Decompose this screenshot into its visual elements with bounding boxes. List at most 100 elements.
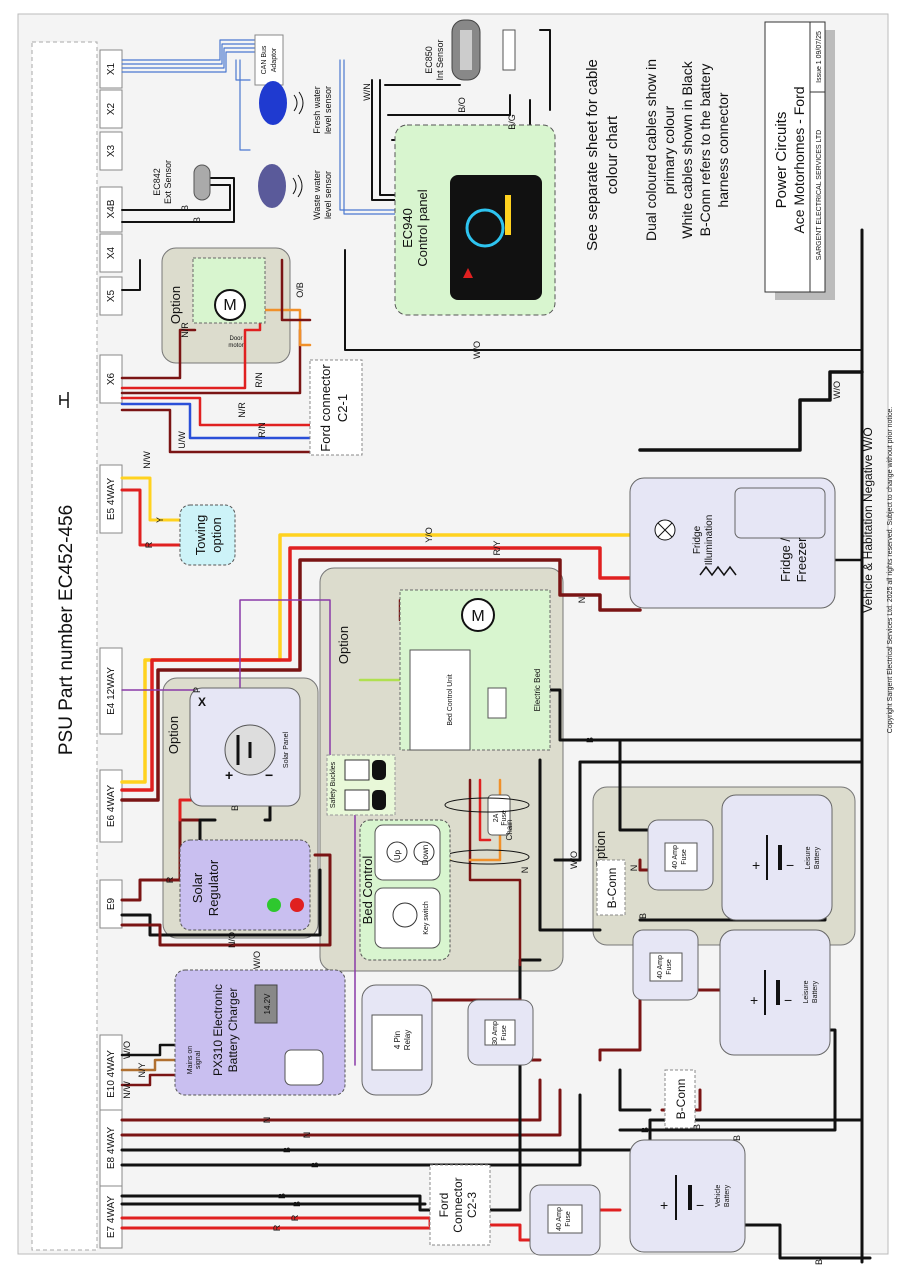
svg-text:X4B: X4B [106, 199, 117, 218]
svg-text:+: + [752, 857, 760, 873]
e8-wires [120, 1078, 864, 1167]
notes-colour-chart: See separate sheet for cable colour char… [584, 59, 621, 251]
svg-text:Option: Option [168, 286, 183, 324]
svg-text:Battery: Battery [814, 846, 821, 869]
wire-label: N/W [142, 451, 152, 469]
wire-label: B [282, 1147, 292, 1153]
svg-text:Leisure: Leisure [803, 980, 810, 1003]
svg-text:C2-1: C2-1 [335, 394, 350, 422]
wire-label: B [277, 1193, 287, 1199]
leisure-battery-1: + − Leisure Battery [721, 794, 833, 921]
vehicle-battery: + − Vehicle Battery [629, 1139, 746, 1253]
svg-text:Down: Down [421, 845, 430, 865]
fuse-30a: 30 Amp Fuse [467, 999, 534, 1066]
svg-text:40 Amp: 40 Amp [657, 955, 664, 979]
copyright: Copyright Sargent Electrical Services Lt… [887, 407, 894, 734]
fresh-water-sensor: Fresh water level sensor [259, 81, 333, 134]
svg-text:Fridge /: Fridge / [778, 538, 793, 582]
svg-text:Power Circuits: Power Circuits [773, 112, 790, 209]
svg-text:See separate sheet for cable: See separate sheet for cable [584, 59, 601, 251]
svg-text:Issue 1 09/07/25: Issue 1 09/07/25 [816, 31, 823, 83]
svg-text:X5: X5 [106, 289, 117, 302]
svg-text:Battery: Battery [724, 1184, 731, 1207]
svg-text:−: − [786, 857, 794, 873]
connector-e6: E6 4WAY [99, 769, 123, 843]
wire-label: N/O [227, 932, 237, 948]
svg-text:level sensor: level sensor [323, 171, 333, 219]
svg-text:Solar Panel: Solar Panel [283, 731, 290, 768]
svg-text:30 Amp: 30 Amp [492, 1021, 499, 1045]
door-motor: M Option Door motor [168, 257, 266, 349]
wire-label: B [180, 205, 190, 211]
svg-text:40 Amp: 40 Amp [672, 845, 679, 869]
connector-e5: E5 4WAY [99, 464, 123, 534]
wire-label: R/N [257, 422, 267, 438]
svg-text:Int Sensor: Int Sensor [435, 39, 445, 80]
title-block: Power Circuits Ace Motorhomes - Ford SAR… [764, 21, 835, 300]
svg-text:Fuse: Fuse [666, 959, 673, 975]
svg-text:Towing: Towing [193, 515, 208, 555]
svg-text:Dual coloured cables show in: Dual coloured cables show in [643, 59, 659, 241]
wire-label: R/Y [492, 540, 502, 555]
ext-sensor: EC842 Ext Sensor [152, 160, 211, 204]
bed-option-label: Option [336, 626, 351, 664]
wire-label: B [638, 913, 648, 919]
can-adaptor: CAN Bus Adaptor [254, 34, 284, 86]
wire-label: B [732, 1135, 742, 1141]
svg-text:+: + [660, 1197, 668, 1213]
wire-label: N/W [122, 1081, 132, 1099]
svg-text:M: M [471, 608, 484, 625]
fuse-40b: 40 Amp Fuse [632, 929, 699, 1001]
svg-text:X4: X4 [106, 246, 117, 259]
wire-label: N [520, 867, 530, 874]
svg-text:C2-3: C2-3 [465, 1192, 479, 1218]
wire-label: B [292, 1201, 302, 1207]
fuse-40a: 40 Amp Fuse [647, 819, 714, 891]
bconn-1: B-Conn [596, 859, 626, 916]
relay: 4 Pin Relay [361, 984, 433, 1096]
wire-label: R [290, 1214, 300, 1221]
svg-text:Key switch: Key switch [423, 901, 430, 935]
electric-bed: M Bed Control Unit Electric Bed [399, 589, 551, 751]
ec940-control-panel: EC940 Control panel [394, 124, 556, 316]
connector-x5: X5 [99, 276, 123, 316]
fuse-2a: 2A Fuse [487, 794, 511, 836]
towing-wires [120, 476, 182, 547]
connector-x4: X4 [99, 233, 123, 273]
connector-e4: E4 12WAY [99, 647, 123, 735]
connector-x1: X1 [99, 49, 123, 89]
svg-text:Control panel: Control panel [415, 189, 430, 266]
svg-text:X1: X1 [106, 62, 117, 75]
svg-text:Fuse: Fuse [501, 810, 508, 826]
svg-text:Illumination: Illumination [704, 515, 715, 566]
svg-text:B-Conn: B-Conn [674, 1079, 688, 1120]
svg-text:Safety Buckles: Safety Buckles [330, 761, 337, 808]
svg-text:−: − [265, 767, 273, 783]
svg-text:PX310 Electronic: PX310 Electronic [211, 984, 225, 1076]
ford-connector-c2-1: Ford connector C2-1 [309, 359, 363, 456]
svg-text:40 Amp: 40 Amp [556, 1207, 563, 1231]
svg-text:Bed Control: Bed Control [360, 856, 375, 925]
ec850-sensor: EC850 Int Sensor [424, 19, 516, 81]
svg-text:Battery: Battery [812, 980, 819, 1003]
ford-connector-c2-3: Ford Connector C2-3 [429, 1164, 491, 1246]
svg-text:Fuse: Fuse [501, 1025, 508, 1041]
fuse-40c: 40 Amp Fuse [529, 1184, 601, 1256]
svg-text:White cables shown in Black: White cables shown in Black [679, 60, 695, 238]
psu-title: PSU Part number EC452-456 [56, 505, 77, 755]
svg-text:Fuse: Fuse [681, 849, 688, 865]
solar-panel: X + − Solar Panel [189, 687, 301, 807]
wire-label: W/O [252, 951, 262, 969]
svg-text:X3: X3 [106, 144, 117, 157]
wire-label: B [692, 1124, 702, 1130]
solar-option-label: Option [166, 716, 181, 754]
svg-text:Freezer: Freezer [794, 537, 809, 582]
battery-charger: 14.2V PX310 Electronic Battery Charger M… [174, 969, 346, 1096]
svg-text:Regulator: Regulator [206, 859, 221, 916]
connector-x4b: X4B [99, 186, 123, 233]
svg-text:signal: signal [195, 1050, 202, 1069]
wire-label: Y/O [424, 527, 434, 543]
wire-label: W/N [362, 83, 372, 101]
wire-label: U/W [177, 431, 187, 449]
